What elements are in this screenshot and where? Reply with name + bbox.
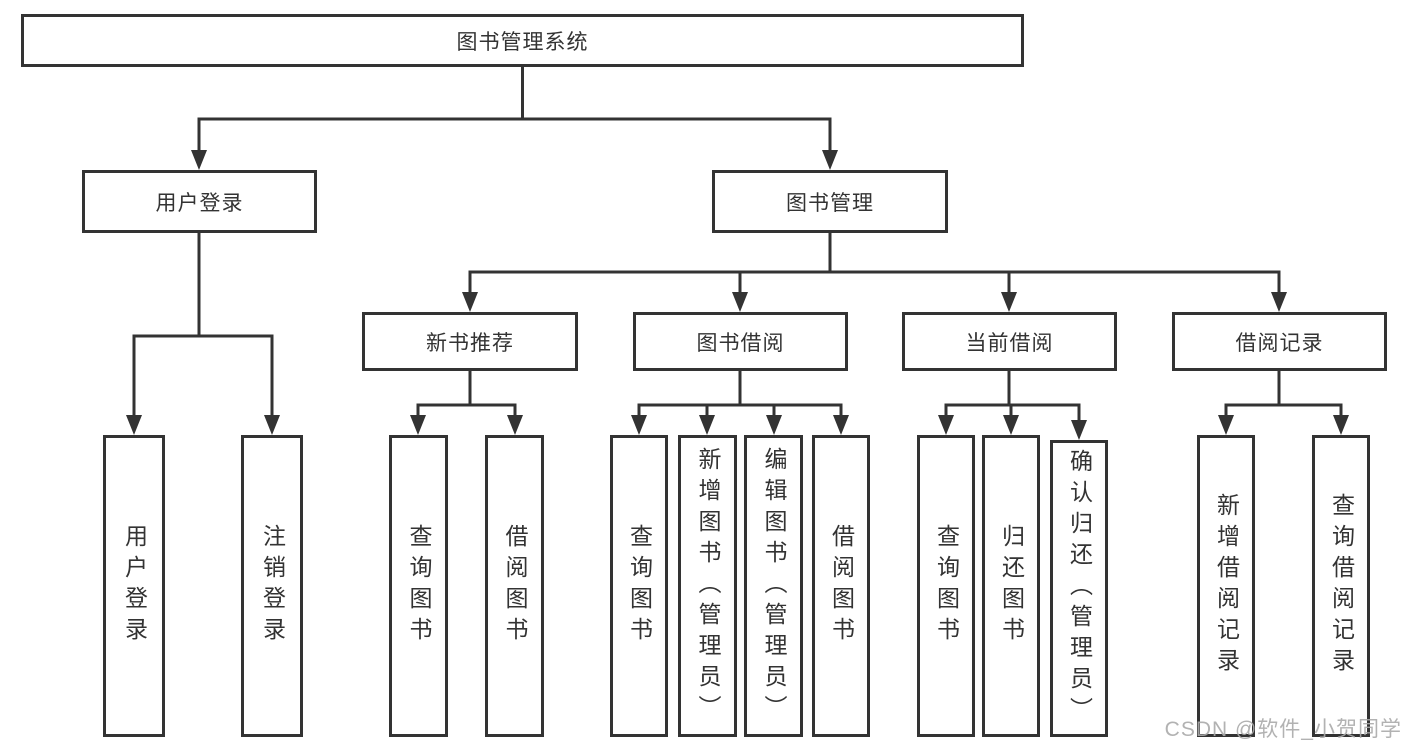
node-new-book-recommend: 新书推荐 xyxy=(362,312,578,371)
leaf-query-borrow-record: 查询借阅记录 xyxy=(1312,435,1370,737)
leaf-label: 编辑图书（管理员） xyxy=(761,446,787,726)
leaf-label: 用户登录 xyxy=(121,524,148,648)
leaf-label: 新增图书（管理员） xyxy=(695,446,721,726)
node-current-borrowing: 当前借阅 xyxy=(902,312,1117,371)
leaf-label: 借阅图书 xyxy=(502,524,528,648)
node-root-title: 图书管理系统 xyxy=(21,14,1024,67)
leaf-borrow-books-newbook: 借阅图书 xyxy=(485,435,544,737)
node-book-borrowing: 图书借阅 xyxy=(633,312,848,371)
node-label: 当前借阅 xyxy=(965,331,1054,355)
node-label: 借阅记录 xyxy=(1235,331,1324,355)
leaf-label: 查询图书 xyxy=(933,524,960,648)
leaf-confirm-return-admin: 确认归还（管理员） xyxy=(1050,440,1108,737)
node-label: 图书借阅 xyxy=(696,331,785,355)
node-label: 用户登录 xyxy=(155,191,244,215)
leaf-logout: 注销登录 xyxy=(241,435,303,737)
leaf-label: 归还图书 xyxy=(998,524,1025,648)
node-user-login-branch: 用户登录 xyxy=(82,170,317,233)
leaf-label: 查询图书 xyxy=(406,524,432,648)
leaf-label: 新增借阅记录 xyxy=(1213,493,1240,679)
leaf-user-login: 用户登录 xyxy=(103,435,165,737)
csdn-watermark: CSDN @软件_小贺同学 xyxy=(1164,718,1402,741)
leaf-label: 借阅图书 xyxy=(828,524,855,648)
leaf-add-borrow-record: 新增借阅记录 xyxy=(1197,435,1255,737)
leaf-return-books: 归还图书 xyxy=(982,435,1040,737)
node-book-management-branch: 图书管理 xyxy=(712,170,948,233)
leaf-query-books-newbook: 查询图书 xyxy=(389,435,448,737)
leaf-label: 注销登录 xyxy=(259,524,286,648)
node-label: 新书推荐 xyxy=(426,331,514,355)
leaf-add-books-admin: 新增图书（管理员） xyxy=(678,435,737,737)
leaf-query-books-current: 查询图书 xyxy=(917,435,975,737)
leaf-borrow-books: 借阅图书 xyxy=(812,435,870,737)
node-borrow-records: 借阅记录 xyxy=(1172,312,1387,371)
leaf-edit-books-admin: 编辑图书（管理员） xyxy=(744,435,803,737)
leaf-label: 查询借阅记录 xyxy=(1328,493,1355,679)
leaf-label: 确认归还（管理员） xyxy=(1066,449,1093,728)
node-label: 图书管理 xyxy=(786,191,874,215)
leaf-query-books-borrowing: 查询图书 xyxy=(610,435,668,737)
node-label: 图书管理系统 xyxy=(456,30,589,54)
leaf-label: 查询图书 xyxy=(626,524,653,648)
